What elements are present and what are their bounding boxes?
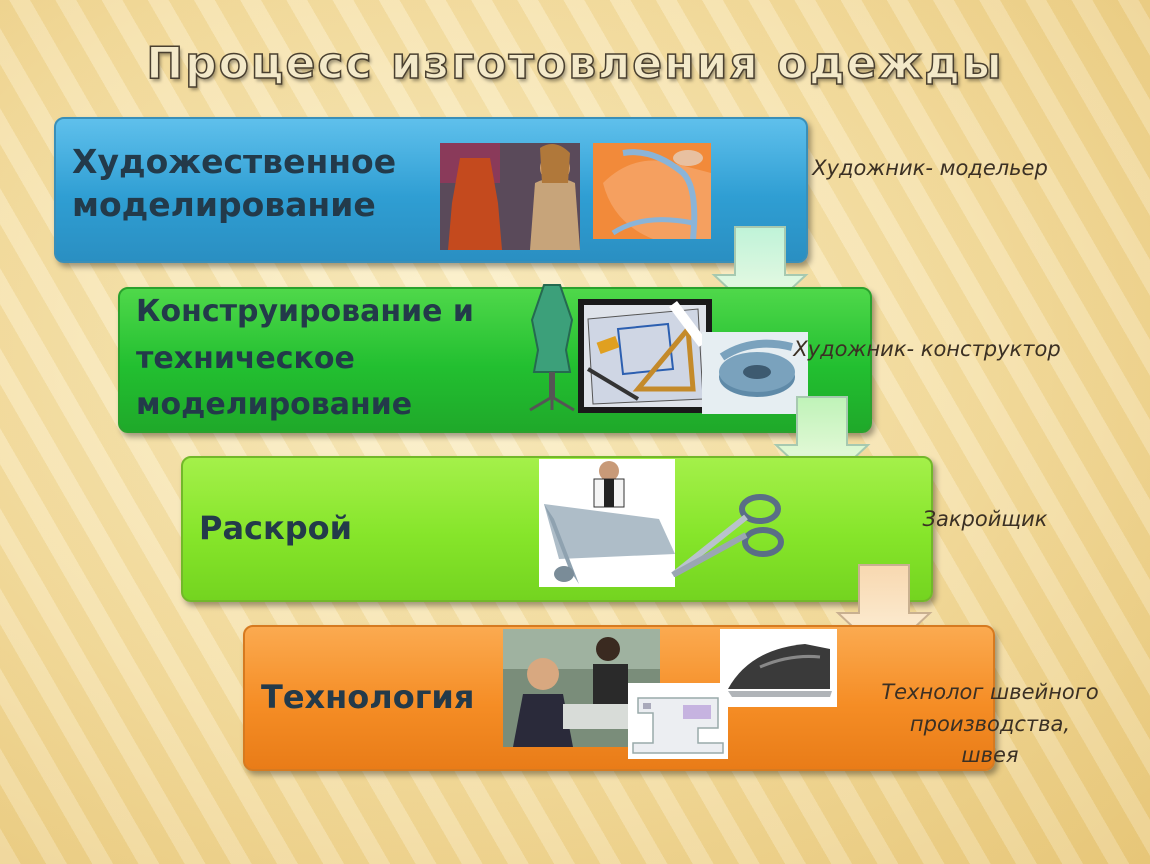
dress-photo-art [440,143,580,250]
iron-art [720,629,837,707]
tape-roll-photo [702,332,808,414]
tape-measure-photo [593,143,711,239]
iron-photo [720,629,837,707]
cutter-photo [539,459,675,587]
dress-photo [440,143,580,250]
mannequin-icon [529,284,575,412]
cutter-art [539,459,675,587]
drafting-tools-art [584,301,707,407]
role-technologist: Технолог швейного производства, швея [881,680,1099,767]
drafting-tools-icon [578,299,712,413]
sewing-machine-art [628,683,728,759]
role-artist-modeler: Художник- модельер [812,156,1048,180]
tape-roll-art [702,332,808,414]
role-artist-constructor: Художник- конструктор [793,337,1061,361]
slide-title: Процесс изготовления одежды [146,37,1004,90]
stage-label: Художественное моделирование [72,142,397,224]
sewing-workshop-art [503,629,660,747]
stage-label: Конструирование и техническое моделирова… [136,294,474,422]
role-cutter: Закройщик [922,507,1048,531]
stage-label: Раскрой [199,509,353,547]
stage-label: Технология [261,678,475,716]
tape-measure-art [593,143,711,239]
sewing-machine-photo [628,683,728,759]
scissors-icon [671,494,784,577]
